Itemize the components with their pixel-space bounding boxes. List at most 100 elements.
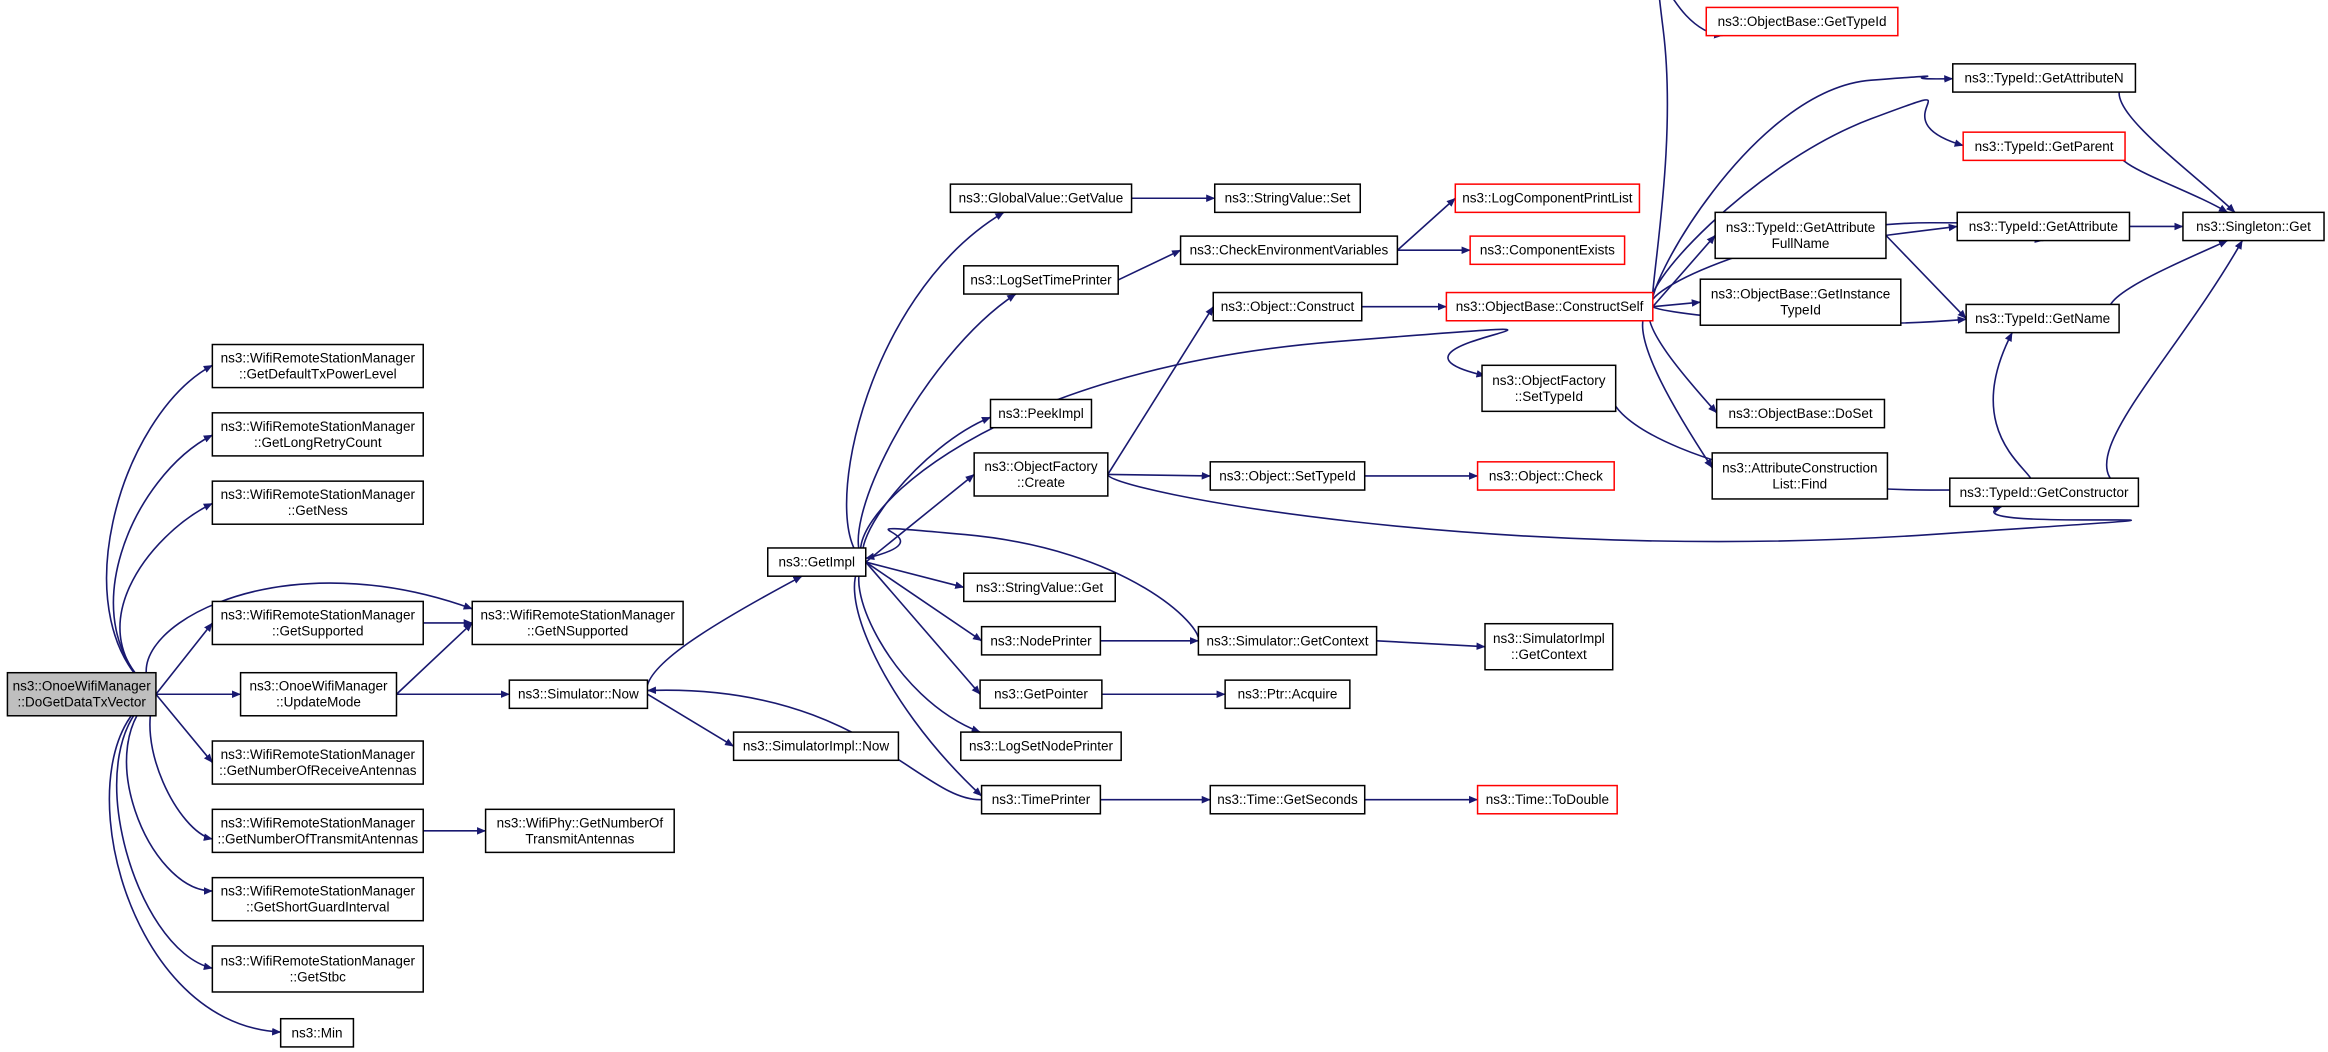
edge-root-to-getShortGuardInterval bbox=[125, 693, 213, 895]
node-log-set-node-printer[interactable]: ns3::LogSetNodePrinter bbox=[960, 731, 1122, 762]
edge-objectFactoryCreate-to-typeIdGetConstructor bbox=[1107, 474, 2133, 543]
node-label: ns3::GetImpl bbox=[778, 555, 855, 570]
node-label: ::GetNumberOfReceiveAntennas bbox=[219, 763, 417, 778]
node-type-id-get-parent[interactable]: ns3::TypeId::GetParent bbox=[1962, 131, 2126, 162]
node-label: ns3::TypeId::GetAttribute bbox=[1726, 220, 1875, 235]
node-label: ns3::TypeId::GetAttributeN bbox=[1965, 70, 2124, 85]
node-label: ns3::ObjectBase::GetInstance bbox=[1711, 287, 1890, 302]
node-type-id-get-attribute[interactable]: ns3::TypeId::GetAttribute bbox=[1956, 211, 2131, 242]
node-object-factory-create[interactable]: ns3::ObjectFactory::Create bbox=[973, 452, 1109, 497]
node-wifi-phy-get-number-of-transmit-antennas[interactable]: ns3::WifiPhy::GetNumberOfTransmitAntenna… bbox=[484, 808, 675, 854]
edge-root-to-getNess bbox=[119, 502, 213, 695]
node-object-base-construct-self[interactable]: ns3::ObjectBase::ConstructSelf bbox=[1445, 291, 1654, 322]
node-box bbox=[1209, 784, 1366, 815]
node-label: ns3::StringValue::Set bbox=[1225, 191, 1351, 206]
node-string-value-get[interactable]: ns3::StringValue::Get bbox=[963, 572, 1116, 603]
node-box bbox=[1445, 291, 1654, 322]
node-box bbox=[1476, 784, 1618, 815]
node-time-printer[interactable]: ns3::TimePrinter bbox=[980, 784, 1102, 815]
edge-objectBaseConstructSelf-to-objectBaseGetInstanceTypeId bbox=[1652, 299, 1701, 308]
node-label: ns3::OnoeWifiManager bbox=[13, 679, 152, 694]
node-box bbox=[1179, 235, 1399, 266]
node-global-value-get-value[interactable]: ns3::GlobalValue::GetValue bbox=[949, 183, 1133, 214]
node-min[interactable]: ns3::Min bbox=[279, 1017, 355, 1048]
node-object-factory-set-type-id[interactable]: ns3::ObjectFactory::SetTypeId bbox=[1481, 364, 1617, 413]
node-object-check[interactable]: ns3::Object::Check bbox=[1476, 461, 1615, 491]
node-get-number-of-receive-antennas[interactable]: ns3::WifiRemoteStationManager::GetNumber… bbox=[211, 740, 424, 785]
node-object-construct[interactable]: ns3::Object::Construct bbox=[1212, 291, 1363, 322]
node-label: ns3::Singleton::Get bbox=[2196, 219, 2311, 234]
node-time-to-double[interactable]: ns3::Time::ToDouble bbox=[1476, 784, 1618, 815]
node-label: ns3::ObjectFactory bbox=[1492, 373, 1606, 388]
node-label: ns3::SimulatorImpl bbox=[1493, 631, 1605, 646]
edge-getImpl-to-getPointer bbox=[865, 561, 981, 695]
node-object-base-get-type-id[interactable]: ns3::ObjectBase::GetTypeId bbox=[1705, 6, 1899, 37]
node-label: ns3::ComponentExists bbox=[1480, 243, 1615, 258]
node-get-n-supported[interactable]: ns3::WifiRemoteStationManager::GetNSuppo… bbox=[471, 600, 684, 646]
node-get-long-retry-count[interactable]: ns3::WifiRemoteStationManager::GetLongRe… bbox=[211, 412, 424, 457]
node-label: ns3::LogSetTimePrinter bbox=[970, 272, 1112, 287]
node-update-mode[interactable]: ns3::OnoeWifiManager::UpdateMode bbox=[239, 671, 398, 717]
node-simulator-now[interactable]: ns3::Simulator::Now bbox=[508, 679, 649, 710]
edge-simulatorGetContext-to-getImpl bbox=[865, 527, 1200, 642]
node-type-id-get-name[interactable]: ns3::TypeId::GetName bbox=[1965, 303, 2120, 334]
node-label: ns3::WifiRemoteStationManager bbox=[221, 351, 416, 366]
node-box bbox=[211, 600, 424, 646]
node-log-set-time-printer[interactable]: ns3::LogSetTimePrinter bbox=[963, 265, 1119, 295]
node-get-number-of-transmit-antennas[interactable]: ns3::WifiRemoteStationManager::GetNumber… bbox=[211, 808, 424, 854]
node-get-ness[interactable]: ns3::WifiRemoteStationManager::GetNess bbox=[211, 480, 424, 525]
node-peek-impl[interactable]: ns3::PeekImpl bbox=[989, 398, 1093, 429]
edge-getImpl-to-logSetTimePrinter bbox=[857, 293, 1017, 563]
edge-typeIdGetConstructor-to-singletonGet bbox=[2105, 240, 2244, 494]
node-object-base-do-set[interactable]: ns3::ObjectBase::DoSet bbox=[1715, 398, 1886, 429]
node-box bbox=[963, 265, 1119, 295]
node-get-default-tx-power-level[interactable]: ns3::WifiRemoteStationManager::GetDefaul… bbox=[211, 343, 424, 389]
node-label: ns3::AttributeConstruction bbox=[1722, 460, 1877, 475]
node-box bbox=[949, 183, 1133, 214]
node-type-id-get-attribute-n[interactable]: ns3::TypeId::GetAttributeN bbox=[1952, 63, 2137, 93]
edge-typeIdGetAttributeFullName-to-typeIdGetAttribute bbox=[1885, 223, 1958, 237]
node-label: ns3::Object::Construct bbox=[1221, 299, 1355, 314]
node-layer: ns3::OnoeWifiManager::DoGetDataTxVectorn… bbox=[6, 6, 2325, 1048]
node-root[interactable]: ns3::OnoeWifiManager::DoGetDataTxVector bbox=[6, 671, 157, 717]
node-box bbox=[2182, 211, 2325, 242]
node-get-stbc[interactable]: ns3::WifiRemoteStationManager::GetStbc bbox=[211, 945, 424, 993]
node-label: ns3::TypeId::GetName bbox=[1975, 311, 2110, 326]
node-label: ns3::ObjectFactory bbox=[984, 459, 1098, 474]
node-box bbox=[239, 671, 398, 717]
node-get-short-guard-interval[interactable]: ns3::WifiRemoteStationManager::GetShortG… bbox=[211, 876, 424, 922]
node-box bbox=[1965, 303, 2120, 334]
node-box bbox=[980, 784, 1102, 815]
node-label: ::GetContext bbox=[1511, 647, 1587, 662]
node-ptr-acquire[interactable]: ns3::Ptr::Acquire bbox=[1224, 679, 1351, 710]
node-simulator-impl-now[interactable]: ns3::SimulatorImpl::Now bbox=[732, 731, 900, 762]
node-component-exists[interactable]: ns3::ComponentExists bbox=[1469, 235, 1626, 266]
node-label: ns3::WifiRemoteStationManager bbox=[221, 487, 416, 502]
edge-objectBaseConstructSelf-to-typeIdGetParent bbox=[1650, 99, 1964, 308]
node-object-set-type-id[interactable]: ns3::Object::SetTypeId bbox=[1209, 461, 1366, 491]
node-box bbox=[211, 412, 424, 457]
node-log-component-print-list[interactable]: ns3::LogComponentPrintList bbox=[1454, 183, 1641, 214]
node-singleton-get[interactable]: ns3::Singleton::Get bbox=[2182, 211, 2325, 242]
node-box bbox=[1956, 211, 2131, 242]
node-box bbox=[766, 547, 867, 577]
node-simulator-impl-get-context[interactable]: ns3::SimulatorImpl::GetContext bbox=[1484, 622, 1614, 671]
node-label: ns3::GetPointer bbox=[994, 687, 1088, 702]
edge-objectFactoryCreate-to-objectConstruct bbox=[1107, 306, 1214, 475]
node-simulator-get-context[interactable]: ns3::Simulator::GetContext bbox=[1197, 625, 1378, 656]
node-check-environment-variables[interactable]: ns3::CheckEnvironmentVariables bbox=[1179, 235, 1399, 266]
node-get-impl[interactable]: ns3::GetImpl bbox=[766, 547, 867, 577]
node-get-supported[interactable]: ns3::WifiRemoteStationManager::GetSuppor… bbox=[211, 600, 424, 646]
node-label: ::GetNumberOfTransmitAntennas bbox=[218, 831, 419, 846]
node-get-pointer[interactable]: ns3::GetPointer bbox=[979, 679, 1103, 710]
node-node-printer[interactable]: ns3::NodePrinter bbox=[980, 625, 1102, 656]
node-box bbox=[1949, 477, 2140, 508]
node-string-value-set[interactable]: ns3::StringValue::Set bbox=[1213, 183, 1362, 214]
node-box bbox=[508, 679, 649, 710]
node-time-get-seconds[interactable]: ns3::Time::GetSeconds bbox=[1209, 784, 1366, 815]
node-label: ns3::TimePrinter bbox=[992, 792, 1091, 807]
node-type-id-get-constructor[interactable]: ns3::TypeId::GetConstructor bbox=[1949, 477, 2140, 508]
